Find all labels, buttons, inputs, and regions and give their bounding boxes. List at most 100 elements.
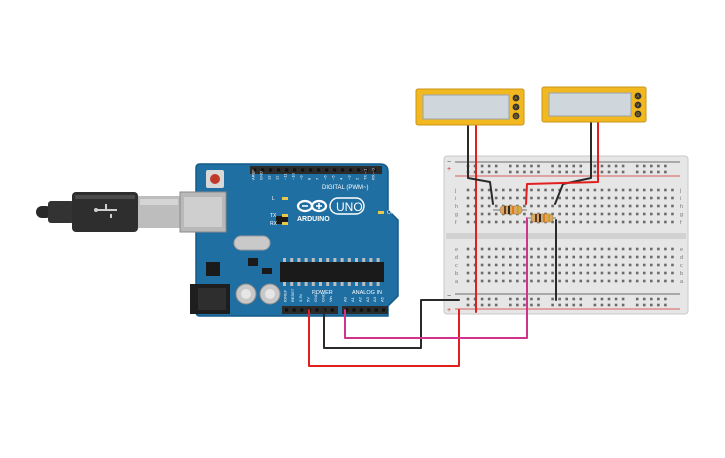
rail-hole (530, 297, 533, 301)
bb-hole (537, 196, 540, 200)
bb-hole (628, 247, 632, 251)
row-letter: d (455, 255, 458, 261)
wire-a0-magenta[interactable] (344, 217, 528, 339)
wire-meter1-black[interactable] (467, 123, 494, 205)
rail-sign-minus-top: − (447, 159, 451, 166)
chip-pin (347, 282, 351, 286)
rail-hole (530, 164, 533, 168)
bb-hole (614, 212, 618, 216)
bb-hole (572, 247, 576, 251)
rail-hole (657, 297, 660, 301)
wire-gnd-black[interactable] (323, 299, 460, 349)
pin-label: A0 (343, 296, 348, 302)
uno-badge (329, 197, 365, 215)
bb-hole (621, 196, 625, 200)
reset-button-cap[interactable] (210, 174, 220, 184)
pin-label: 8 (307, 177, 312, 180)
bb-hole (650, 220, 653, 224)
multimeter-2[interactable]: A V Ω (541, 86, 647, 123)
chip-pin (369, 282, 373, 286)
chip-pin (347, 258, 351, 262)
header-hole (373, 168, 377, 172)
row-letter: a (455, 279, 459, 285)
resistor-r2[interactable] (527, 213, 556, 223)
multimeter-2-mode-v-icon (634, 101, 642, 109)
chip-pin (376, 282, 380, 286)
multimeter-2-mode-a-icon (634, 92, 642, 100)
pin-label: ~11 (283, 173, 288, 180)
bb-hole (501, 196, 505, 200)
wires[interactable] (308, 121, 599, 367)
bb-hole (537, 247, 540, 251)
rail-hole (621, 164, 625, 168)
chip-pin (311, 282, 315, 286)
rail-hole (664, 164, 667, 168)
bb-hole (600, 271, 604, 275)
rail-hole (664, 303, 667, 307)
rail-hole (551, 297, 554, 301)
bb-hole (501, 188, 505, 192)
bb-hole (565, 255, 568, 259)
usb-cable[interactable] (36, 192, 180, 232)
rail-hole (572, 303, 576, 307)
row-letter: b (455, 271, 458, 277)
bb-hole (523, 271, 526, 275)
bb-hole (466, 196, 470, 200)
bb-hole (642, 247, 646, 251)
bb-hole (614, 271, 618, 275)
bb-hole (565, 279, 568, 283)
bb-hole (635, 279, 639, 283)
rail-hole (664, 170, 667, 174)
rail-hole (537, 303, 540, 307)
bb-hole (494, 204, 498, 208)
resistor-r1[interactable] (493, 205, 527, 215)
rail-hole (593, 164, 597, 168)
led-label-tx: TX (270, 213, 277, 219)
header-hole (253, 168, 257, 172)
rail-hole (635, 303, 639, 307)
rail-hole (607, 297, 611, 301)
bb-hole (530, 196, 533, 200)
bb-hole (572, 188, 576, 192)
analog-header[interactable] (342, 306, 388, 314)
bb-hole (544, 263, 547, 267)
chip-pin (283, 282, 286, 286)
pin-label: A3 (365, 296, 370, 302)
bb-hole (635, 188, 639, 192)
header-hole (301, 168, 305, 172)
rail-hole (657, 303, 660, 307)
bb-hole (600, 220, 604, 224)
multimeter-1-mode-v: V (514, 105, 517, 110)
rail-hole (551, 170, 554, 174)
bb-hole (628, 279, 632, 283)
bb-hole (509, 247, 512, 251)
header-hole (367, 308, 371, 312)
chip-pin (376, 258, 380, 262)
bb-hole (523, 188, 526, 192)
header-hole (359, 308, 363, 312)
bb-hole (671, 263, 674, 267)
bb-hole (523, 212, 526, 216)
row-letter: g (680, 212, 683, 218)
bb-hole (487, 247, 491, 251)
atmega-chip (280, 262, 384, 282)
header-hole (285, 308, 289, 312)
bb-hole (664, 279, 667, 283)
multimeter-1[interactable]: A V Ω (415, 88, 525, 126)
digital-header-holes (253, 168, 377, 172)
breadboard-holes (466, 164, 674, 307)
rail-hole (621, 303, 625, 307)
rail-hole (657, 170, 660, 174)
wire-meter2-black[interactable] (554, 121, 592, 205)
wire-meter2-red[interactable] (525, 121, 599, 205)
bb-hole (635, 204, 639, 208)
multimeter-1-mode-a: A (514, 96, 517, 101)
bb-hole (607, 204, 611, 208)
header-hole (293, 168, 297, 172)
digital-header[interactable] (250, 166, 382, 174)
